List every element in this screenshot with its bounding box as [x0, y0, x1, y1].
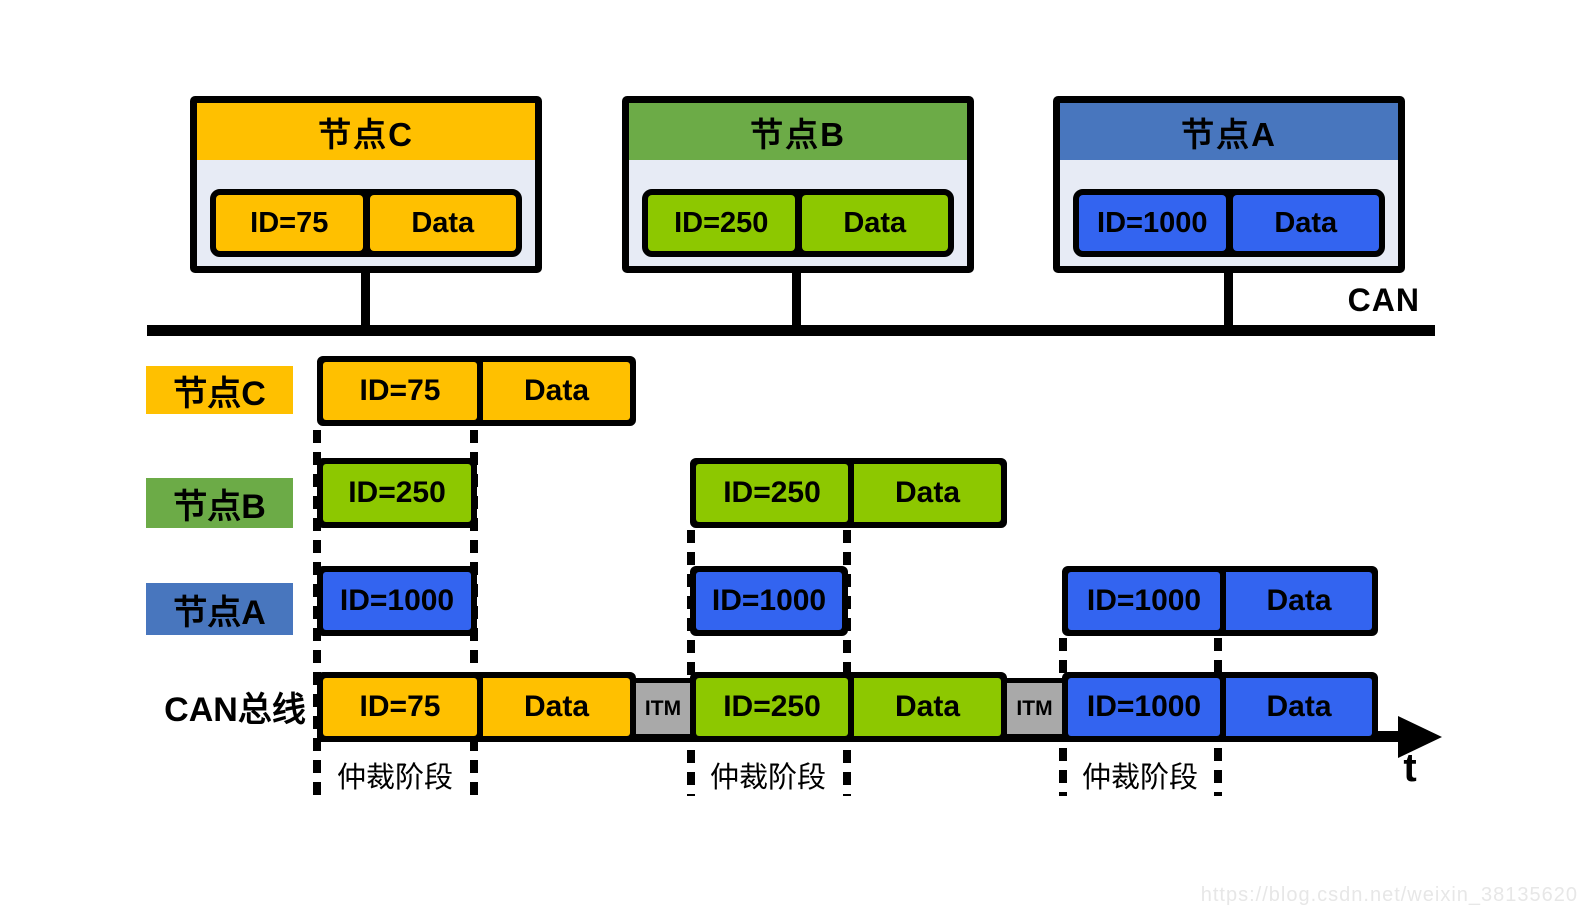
arbitration-phase-label-2: 仲裁阶段 [709, 762, 826, 794]
bus-frame-1: ID=75 Data [317, 672, 636, 742]
node-a-title: 节点A [1060, 103, 1398, 160]
row-b-frame-1: ID=250 [317, 458, 477, 528]
row-b-frame-2: ID=250 Data [690, 458, 1007, 528]
watermark-text: https://blog.csdn.net/weixin_38135620 [1200, 884, 1578, 906]
row-label-can-bus: CAN总线 [164, 691, 306, 729]
can-bus-label: CAN [1347, 282, 1420, 318]
time-axis-arrowhead [1398, 716, 1442, 758]
row-a-frame-3-id: ID=1000 [1068, 572, 1220, 630]
node-c-frame: ID=75 Data [210, 189, 522, 257]
row-b-frame-1-id: ID=250 [323, 464, 471, 522]
row-c-frame-1: ID=75 Data [317, 356, 636, 426]
node-b-title: 节点B [629, 103, 967, 160]
row-a-frame-1: ID=1000 [317, 566, 477, 636]
row-label-node-c: 节点C [146, 366, 293, 414]
arbitration-phase-label-1: 仲裁阶段 [336, 762, 453, 794]
bus-frame-3: ID=1000 Data [1062, 672, 1378, 742]
row-label-node-b: 节点B [146, 478, 293, 528]
node-b-bus-stem [792, 270, 801, 330]
bus-frame-2-data: Data [848, 678, 1001, 736]
bus-frame-2-id: ID=250 [696, 678, 848, 736]
row-c-frame-1-data: Data [477, 362, 630, 420]
node-box-c: 节点C ID=75 Data [190, 96, 542, 273]
itm-segment-1: ITM [636, 678, 690, 734]
can-bus-line [147, 325, 1435, 336]
row-b-frame-2-data: Data [848, 464, 1001, 522]
arbitration-phase-label-3: 仲裁阶段 [1081, 762, 1198, 794]
node-a-frame: ID=1000 Data [1073, 189, 1385, 257]
row-a-frame-2-id: ID=1000 [696, 572, 842, 630]
row-a-frame-1-id: ID=1000 [323, 572, 471, 630]
bus-frame-3-id: ID=1000 [1068, 678, 1220, 736]
node-box-b: 节点B ID=250 Data [622, 96, 974, 273]
node-b-data-cell: Data [801, 195, 948, 251]
time-axis-label: t [1403, 746, 1417, 790]
row-a-frame-3-data: Data [1220, 572, 1372, 630]
bus-frame-1-id: ID=75 [323, 678, 477, 736]
node-c-title: 节点C [197, 103, 535, 160]
node-b-frame: ID=250 Data [642, 189, 954, 257]
row-b-frame-2-id: ID=250 [696, 464, 848, 522]
node-b-id-cell: ID=250 [648, 195, 795, 251]
row-a-frame-2: ID=1000 [690, 566, 848, 636]
node-c-id-cell: ID=75 [216, 195, 363, 251]
bus-frame-1-data: Data [477, 678, 630, 736]
bus-frame-2: ID=250 Data [690, 672, 1007, 742]
node-a-data-cell: Data [1232, 195, 1379, 251]
arbitration-dash-2-left [687, 530, 695, 796]
bus-frame-3-data: Data [1220, 678, 1372, 736]
node-c-data-cell: Data [369, 195, 516, 251]
node-c-bus-stem [361, 270, 370, 330]
arbitration-dash-2-right [843, 530, 851, 796]
node-a-bus-stem [1224, 270, 1233, 330]
row-a-frame-3: ID=1000 Data [1062, 566, 1378, 636]
node-box-a: 节点A ID=1000 Data [1053, 96, 1405, 273]
itm-segment-2: ITM [1007, 678, 1062, 734]
row-label-node-a: 节点A [146, 583, 293, 635]
node-a-id-cell: ID=1000 [1079, 195, 1226, 251]
row-c-frame-1-id: ID=75 [323, 362, 477, 420]
